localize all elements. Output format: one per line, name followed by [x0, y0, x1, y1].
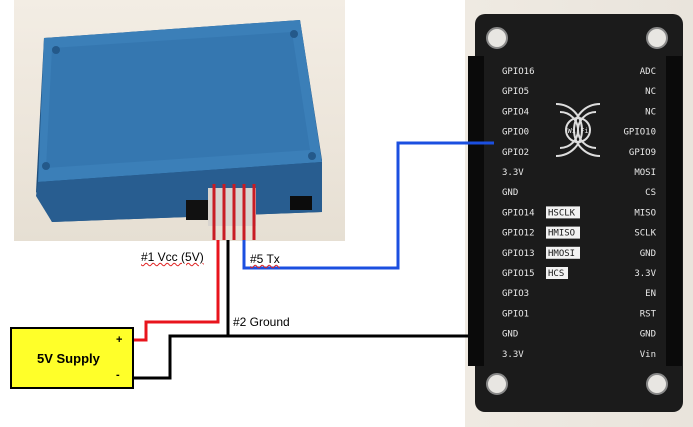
left-pin-label: GPIO3: [502, 289, 529, 299]
right-pin-label: GND: [640, 249, 656, 259]
right-pin-label: ADC: [640, 67, 656, 77]
tx-label: #5 Tx: [250, 252, 280, 266]
left-pin-label: GPIO0: [502, 128, 529, 138]
left-pin-label: GPIO15: [502, 269, 535, 279]
right-pin-label: Vin: [640, 350, 656, 360]
right-pin-label: 3.3V: [634, 269, 656, 279]
spi-tag-box: [546, 246, 580, 259]
supply-minus-terminal: -: [116, 369, 120, 381]
right-pin-label: GPIO9: [629, 148, 656, 158]
left-pin-label: 3.3V: [502, 350, 524, 360]
sensor-ribbon-cable: [208, 184, 256, 240]
right-header-pins: [666, 56, 682, 366]
tx-wire: [242, 141, 494, 270]
vcc-label: #1 Vcc (5V): [141, 250, 204, 264]
right-pin-label: SCLK: [634, 229, 656, 239]
spi-tag-label: HMOSI: [548, 249, 575, 259]
tx-label-text: #5 Tx: [250, 252, 280, 266]
left-pin-label: GPIO2: [502, 148, 529, 158]
right-pin-label: MOSI: [634, 168, 656, 178]
left-pin-label: GND: [502, 330, 518, 340]
right-pin-label: EN: [645, 289, 656, 299]
spi-tag-box: [546, 267, 568, 279]
wifi-logo: Wi-Fi: [555, 103, 601, 157]
spi-tag-box: [546, 226, 580, 239]
left-pin-label: GPIO12: [502, 229, 535, 239]
spi-tag-label: HMISO: [548, 229, 575, 239]
left-pin-label: GPIO1: [502, 309, 529, 319]
spi-tag-label: HCS: [548, 269, 564, 279]
supply-label: 5V Supply: [37, 351, 100, 366]
spi-tag-label: HSCLK: [548, 208, 576, 218]
right-pin-label: CS: [645, 188, 656, 198]
wifi-text: Wi-Fi: [567, 127, 588, 135]
left-pin-label: GPIO14: [502, 208, 535, 218]
right-pin-label: RST: [640, 309, 657, 319]
ground-label: #2 Ground: [233, 315, 290, 329]
left-pin-label: GPIO5: [502, 87, 529, 97]
right-pin-label: NC: [645, 107, 656, 117]
right-pin-label: MISO: [634, 208, 656, 218]
left-pin-label: GPIO4: [502, 107, 529, 117]
left-header-pins: [468, 56, 484, 366]
left-pin-labels: GPIO16GPIO5GPIO4GPIO0GPIO23.3VGNDGPIO14G…: [502, 67, 535, 360]
left-pin-label: GPIO13: [502, 249, 535, 259]
esp-board: Wi-Fi GPIO16GPIO5GPIO4GPIO0GPIO23.3VGNDG…: [468, 14, 683, 412]
left-pin-label: 3.3V: [502, 168, 524, 178]
vcc-label-text: #1 Vcc (5V): [141, 250, 204, 264]
vcc-wire: [134, 240, 220, 342]
power-supply-box: 5V Supply + -: [10, 327, 134, 389]
left-pin-label: GND: [502, 188, 518, 198]
right-pin-label: NC: [645, 87, 656, 97]
sensor-module: [36, 20, 322, 222]
spi-tags: HSCLK HMISO HMOSI HCS: [546, 206, 580, 279]
left-pin-label: GPIO16: [502, 67, 535, 77]
right-pin-label: GPIO10: [623, 128, 656, 138]
supply-plus-terminal: +: [116, 334, 123, 346]
sensor-vent: [290, 196, 312, 210]
spi-tag-box: [546, 206, 580, 219]
right-pin-label: GND: [640, 330, 656, 340]
supply-ground-wire: [134, 334, 228, 380]
